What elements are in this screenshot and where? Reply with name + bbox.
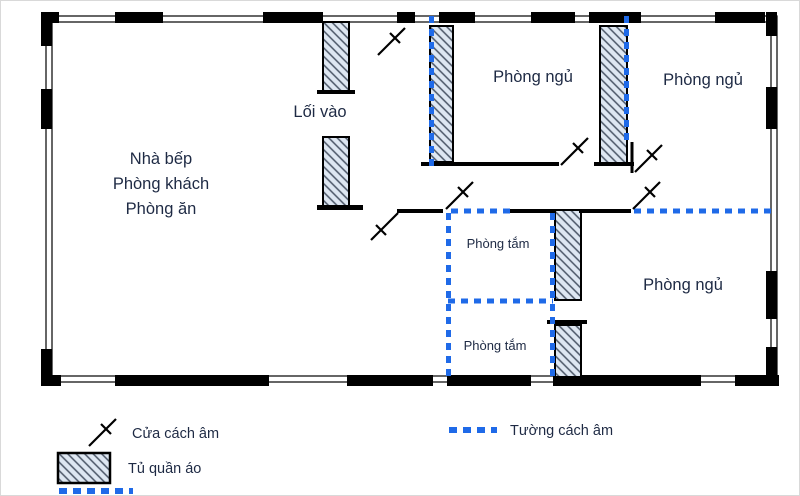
label-main-area-line1: Nhà bếp xyxy=(130,150,192,168)
legend: Cửa cách âm Tường cách âm Tủ quần áo xyxy=(56,418,613,494)
soundproof-walls xyxy=(429,16,773,379)
wardrobe-entrance-bottom-cap xyxy=(317,205,363,210)
label-main-area-line2: Phòng khách xyxy=(113,175,209,193)
label-bedroom-top-right: Phòng ngủ xyxy=(663,71,743,89)
label-bathroom-lower: Phòng tắm xyxy=(464,338,527,353)
label-main-area-line3: Phòng ăn xyxy=(126,200,197,218)
interior-walls xyxy=(397,142,634,324)
outer-wall xyxy=(41,12,779,386)
wall-corridor-left xyxy=(397,209,443,213)
outer-wall-bottom-segments xyxy=(41,375,779,386)
label-bedroom-top-center: Phòng ngủ xyxy=(493,68,573,86)
wardrobe-bathroom-upper xyxy=(554,209,582,301)
wall-corridor-right xyxy=(579,209,631,213)
door-living-area xyxy=(370,212,399,241)
door-entrance xyxy=(377,27,406,56)
legend-wardrobe-icon xyxy=(56,451,112,485)
wardrobes xyxy=(317,21,634,378)
wall-bathroom-lower-cap xyxy=(547,320,587,324)
label-bathroom-upper: Phòng tắm xyxy=(467,236,530,251)
label-bedroom-bottom-right: Phòng ngủ xyxy=(643,276,723,294)
room-labels: Nhà bếp Phòng khách Phòng ăn Lối vào Phò… xyxy=(113,68,743,353)
legend-wardrobe-label: Tủ quần áo xyxy=(128,461,201,477)
outer-wall-left-segments xyxy=(41,12,52,385)
wall-bedroom1-bottom xyxy=(421,162,559,166)
doors xyxy=(370,27,663,241)
wardrobe-entrance-top xyxy=(322,21,350,93)
door-bathroom-upper xyxy=(445,181,474,210)
wardrobe-bedroom2-cap xyxy=(594,162,634,166)
legend-soundproof-door-icon xyxy=(88,418,117,447)
wardrobe-bedroom2 xyxy=(599,25,628,165)
door-bedroom-top-center xyxy=(560,137,589,166)
legend-soundproof-door-label: Cửa cách âm xyxy=(132,426,219,442)
wardrobe-entrance-bottom xyxy=(322,136,350,208)
outer-wall-top-segments xyxy=(41,12,765,23)
outer-wall-right-segments xyxy=(766,12,777,385)
legend-soundproof-wall-label: Tường cách âm xyxy=(510,423,613,439)
door-bedroom-top-right xyxy=(634,144,663,173)
wall-corridor-mid xyxy=(510,209,555,213)
wardrobe-bathroom-lower xyxy=(554,324,582,378)
label-entrance: Lối vào xyxy=(293,103,346,121)
door-bedroom-bottom-right xyxy=(632,181,661,210)
wardrobe-entrance-top-cap xyxy=(317,90,355,94)
